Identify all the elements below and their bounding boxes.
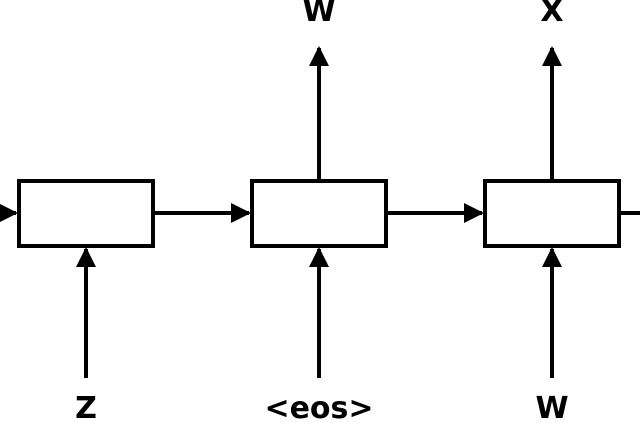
input-label-2: <eos> <box>264 391 374 426</box>
rnn-cell-3 <box>483 179 621 248</box>
output-label-3: X <box>540 0 564 29</box>
input-label-3: W <box>535 391 569 426</box>
input-label-1: Z <box>75 391 97 426</box>
rnn-cell-1 <box>17 179 155 248</box>
rnn-cell-2 <box>250 179 388 248</box>
output-label-2: W <box>302 0 336 29</box>
